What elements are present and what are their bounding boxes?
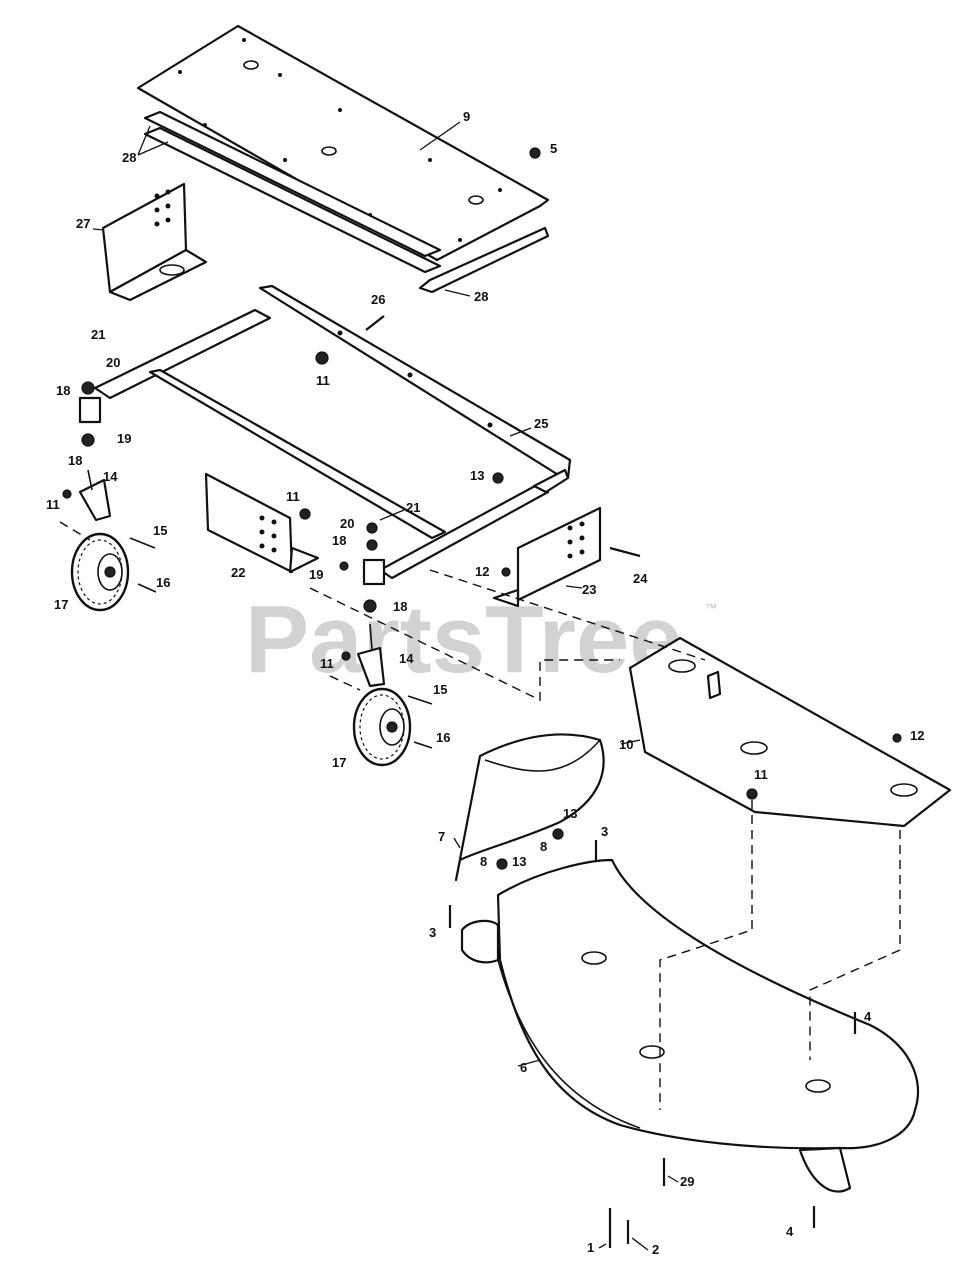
callout-19-left: 19 (117, 431, 131, 446)
callout-22: 22 (231, 565, 245, 580)
deck-top-plate (628, 636, 952, 828)
callout-14-left: 14 (103, 469, 118, 484)
caster-forks (78, 469, 433, 749)
caster-wheel-left (70, 532, 130, 612)
callout-18-center: 18 (332, 533, 346, 548)
callout-23: 23 (582, 582, 596, 597)
callout-18-lower-left: 18 (68, 453, 82, 468)
callout-8-chute-upper: 8 (540, 839, 547, 854)
callout-12-plate: 12 (475, 564, 489, 579)
gasket-strips (143, 110, 550, 294)
callout-27: 27 (76, 216, 90, 231)
callout-11-fork-left: 11 (46, 497, 60, 512)
callout-21-left: 21 (91, 327, 105, 342)
callout-7: 7 (438, 829, 445, 844)
callout-15-right: 15 (433, 682, 447, 697)
callout-29: 29 (680, 1174, 694, 1189)
callout-2: 2 (652, 1242, 659, 1257)
callout-3-right: 3 (601, 824, 608, 839)
callout-21-center: 21 (406, 500, 420, 515)
callout-5: 5 (550, 141, 557, 156)
callout-18-lower-center: 18 (393, 599, 407, 614)
mower-deck (460, 858, 920, 1193)
callout-17-left: 17 (54, 597, 68, 612)
watermark-trademark: ™ (705, 601, 717, 615)
callout-11-plate: 11 (286, 489, 300, 504)
callout-20-center: 20 (340, 516, 354, 531)
callout-8-chute-lower: 8 (480, 854, 487, 869)
callout-28-bottom: 28 (474, 289, 488, 304)
callout-25: 25 (534, 416, 548, 431)
discharge-chute (454, 733, 605, 882)
callout-10: 10 (619, 737, 633, 752)
callout-4-upper: 4 (864, 1009, 872, 1024)
callout-20-left: 20 (106, 355, 120, 370)
callout-1: 1 (587, 1240, 594, 1255)
callout-13-chute-upper: 13 (563, 806, 577, 821)
callout-11-deck: 11 (754, 767, 768, 782)
callout-16-right: 16 (436, 730, 450, 745)
callout-9: 9 (463, 109, 470, 124)
callout-13-frame: 13 (470, 468, 484, 483)
callout-18-upper-left: 18 (56, 383, 70, 398)
callout-4-lower: 4 (786, 1224, 794, 1239)
callout-26: 26 (371, 292, 385, 307)
callout-15-left: 15 (153, 523, 167, 538)
callout-12-deck: 12 (910, 728, 924, 743)
leader-lines (92, 121, 679, 1251)
mounting-bracket-27 (101, 182, 208, 302)
callout-14-right: 14 (399, 651, 414, 666)
callout-labels: 9 28 5 27 28 26 21 20 18 11 19 25 18 14 … (46, 109, 924, 1257)
alignment-lines (59, 521, 901, 1110)
callout-3-left: 3 (429, 925, 436, 940)
caster-wheel-right (352, 687, 412, 767)
callout-11-fork-right: 11 (320, 656, 334, 671)
callout-11-frame: 11 (316, 373, 330, 388)
callout-24: 24 (633, 571, 648, 586)
callout-6: 6 (520, 1060, 527, 1075)
side-plate-22 (204, 472, 320, 574)
callout-13-chute-lower: 13 (512, 854, 526, 869)
callout-16-left: 16 (156, 575, 170, 590)
callout-17-right: 17 (332, 755, 346, 770)
side-plate-23 (492, 506, 602, 608)
watermark: PartsTree (245, 586, 683, 693)
callout-19-center: 19 (309, 567, 323, 582)
fasteners (62, 147, 902, 1248)
main-frame (78, 284, 572, 586)
callout-28-top: 28 (122, 150, 136, 165)
